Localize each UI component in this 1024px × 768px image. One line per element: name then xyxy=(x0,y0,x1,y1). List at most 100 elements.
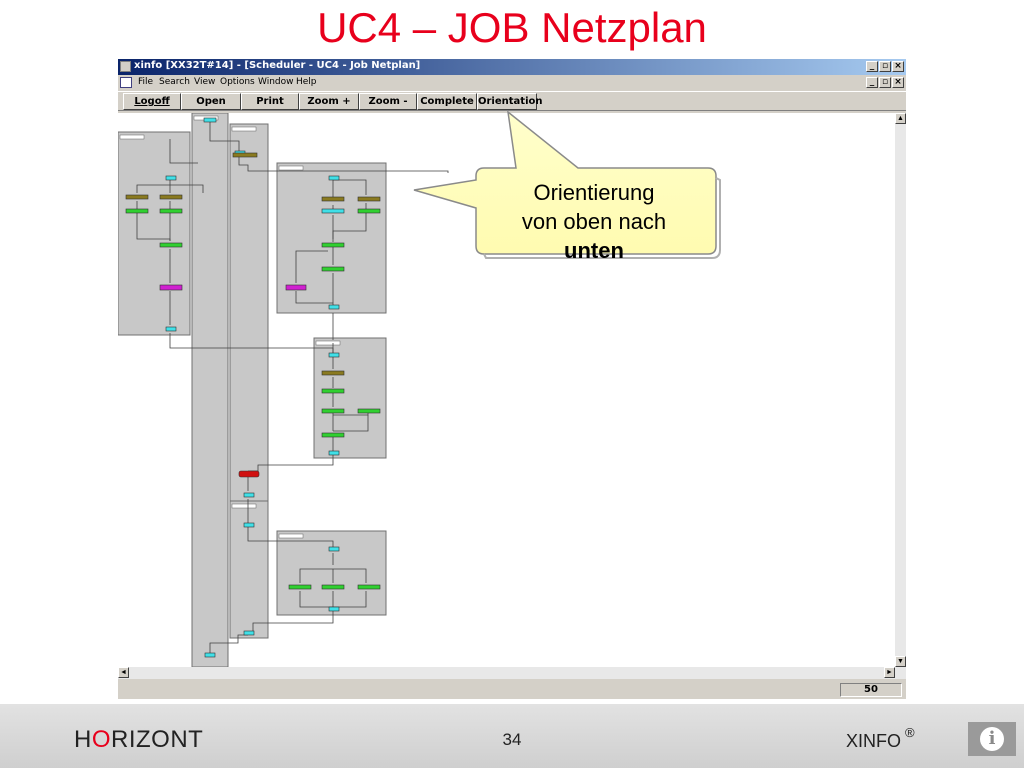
statusbar: 50 xyxy=(118,681,906,699)
mdi-close-button[interactable]: × xyxy=(892,77,904,88)
job-node-8[interactable] xyxy=(159,242,183,248)
logoff-button[interactable]: Logoff xyxy=(123,93,181,110)
job-node-25[interactable] xyxy=(321,432,345,438)
menu-options[interactable]: Options xyxy=(220,77,255,87)
job-group-6 xyxy=(276,530,387,616)
document-icon[interactable] xyxy=(120,77,132,88)
job-node-26[interactable] xyxy=(328,450,340,456)
job-node-3[interactable] xyxy=(165,175,177,181)
job-node-7[interactable] xyxy=(159,208,183,214)
job-group-2 xyxy=(229,123,269,502)
connector-0 xyxy=(209,120,240,153)
job-node-23[interactable] xyxy=(321,408,345,414)
job-node-16[interactable] xyxy=(321,242,345,248)
scroll-left-icon[interactable]: ◄ xyxy=(118,667,129,678)
menu-help[interactable]: Help xyxy=(296,77,317,87)
connector-39 xyxy=(209,634,248,653)
connector-2 xyxy=(169,139,198,164)
minimize-button[interactable]: _ xyxy=(866,61,878,72)
connector-34 xyxy=(333,568,367,583)
zoom-in-button[interactable]: Zoom + xyxy=(299,93,359,110)
close-button[interactable]: × xyxy=(892,61,904,72)
job-node-24[interactable] xyxy=(357,408,381,414)
info-button[interactable]: i xyxy=(968,722,1016,756)
job-node-28[interactable] xyxy=(243,492,255,498)
connector-4 xyxy=(136,184,204,193)
product-name: XINFO® xyxy=(846,725,915,751)
job-node-21[interactable] xyxy=(321,370,345,376)
job-group-1 xyxy=(191,113,229,667)
menu-view[interactable]: View xyxy=(194,77,216,87)
horizontal-scrollbar[interactable]: ◄ ► xyxy=(118,667,906,679)
job-node-35[interactable] xyxy=(243,630,255,636)
job-node-14[interactable] xyxy=(321,208,345,214)
job-node-36[interactable] xyxy=(204,652,216,658)
job-node-30[interactable] xyxy=(328,546,340,552)
window-titlebar[interactable]: xinfo [XX32T#14] - [Scheduler - UC4 - Jo… xyxy=(118,59,906,75)
job-node-27[interactable] xyxy=(238,470,260,478)
restore-button[interactable]: ▫ xyxy=(879,61,891,72)
job-node-18[interactable] xyxy=(285,284,307,291)
job-node-33[interactable] xyxy=(357,584,381,590)
connector-38 xyxy=(252,609,334,631)
job-node-10[interactable] xyxy=(165,326,177,332)
job-network-diagram xyxy=(118,113,449,667)
callout-line-2: von oben nach xyxy=(521,209,667,234)
job-node-15[interactable] xyxy=(357,208,381,214)
job-node-32[interactable] xyxy=(321,584,345,590)
job-node-22[interactable] xyxy=(321,388,345,394)
job-node-13[interactable] xyxy=(357,196,381,202)
open-button[interactable]: Open xyxy=(181,93,241,110)
toolbar: Logoff Open Print Zoom + Zoom - Complete… xyxy=(118,91,906,111)
vertical-scrollbar[interactable]: ▲ ▼ xyxy=(895,113,906,667)
complete-button[interactable]: Complete xyxy=(417,93,477,110)
job-node-4[interactable] xyxy=(125,194,149,200)
zoom-level: 50 xyxy=(840,683,902,697)
connector-18 xyxy=(295,250,328,283)
zoom-out-button[interactable]: Zoom - xyxy=(359,93,417,110)
job-group-3 xyxy=(276,162,387,314)
slide-title: UC4 – JOB Netzplan xyxy=(317,4,707,51)
job-node-6[interactable] xyxy=(125,208,149,214)
info-icon: i xyxy=(980,727,1004,751)
job-node-5[interactable] xyxy=(159,194,183,200)
job-group-label-0 xyxy=(119,134,145,140)
callout-line-3: unten xyxy=(564,238,624,263)
job-group-label-3 xyxy=(278,165,304,171)
scroll-up-icon[interactable]: ▲ xyxy=(895,113,906,124)
job-group-label-2 xyxy=(231,126,257,132)
scroll-down-icon[interactable]: ▼ xyxy=(895,656,906,667)
menu-search[interactable]: Search xyxy=(159,77,190,87)
window-title: xinfo [XX32T#14] - [Scheduler - UC4 - Jo… xyxy=(134,60,421,71)
menu-file[interactable]: File xyxy=(138,77,154,87)
callout-line-1: Orientierung xyxy=(533,180,655,205)
footer: HORIZONT 34 XINFO® i xyxy=(0,704,1024,768)
job-node-19[interactable] xyxy=(328,304,340,310)
job-node-29[interactable] xyxy=(243,522,255,528)
horizont-logo: HORIZONT xyxy=(74,726,204,753)
job-node-34[interactable] xyxy=(328,606,340,612)
mdi-restore-button[interactable]: ▫ xyxy=(879,77,891,88)
job-node-11[interactable] xyxy=(328,175,340,181)
app-window: xinfo [XX32T#14] - [Scheduler - UC4 - Jo… xyxy=(118,59,906,699)
menu-window[interactable]: Window xyxy=(258,77,294,87)
job-node-31[interactable] xyxy=(288,584,312,590)
menubar: File Search View Options Window Help _ ▫… xyxy=(118,75,906,91)
job-node-0[interactable] xyxy=(203,117,217,123)
app-icon[interactable] xyxy=(120,61,131,72)
orientation-button[interactable]: Orientation xyxy=(477,93,543,110)
mdi-minimize-button[interactable]: _ xyxy=(866,77,878,88)
scroll-right-icon[interactable]: ► xyxy=(884,667,895,678)
connector-26 xyxy=(333,415,369,432)
job-node-17[interactable] xyxy=(321,266,345,272)
job-node-12[interactable] xyxy=(321,196,345,202)
connector-33 xyxy=(299,568,333,583)
job-node-2[interactable] xyxy=(232,152,258,158)
print-button[interactable]: Print xyxy=(241,93,299,110)
job-node-20[interactable] xyxy=(328,352,340,358)
connector-12 xyxy=(333,179,367,195)
callout-text: Orientierung von oben nach unten xyxy=(478,178,710,265)
job-group-5 xyxy=(229,500,269,639)
job-node-9[interactable] xyxy=(159,284,183,291)
job-group-0 xyxy=(118,131,191,336)
